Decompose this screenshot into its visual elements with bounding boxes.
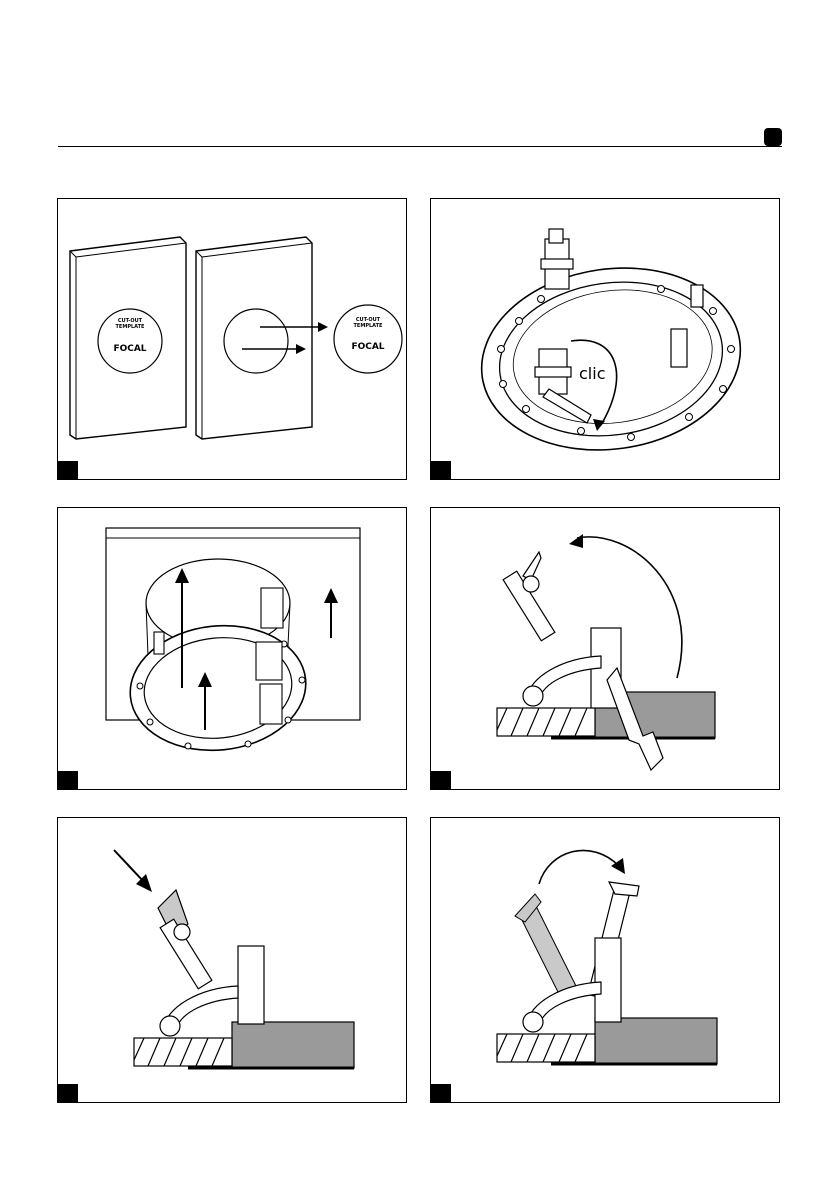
clamp-lock-illustration	[431, 818, 780, 1103]
template-title-detached: CUT-OUT TEMPLATE	[341, 317, 395, 329]
brand-logo: FOCAL	[103, 344, 157, 354]
template-title: CUT-OUT TEMPLATE	[103, 318, 157, 330]
panel-step-1: CUT-OUT TEMPLATE FOCAL CUT-OUT TEMPLATE …	[57, 198, 407, 480]
panel-step-4	[430, 507, 780, 790]
step-marker	[431, 461, 451, 479]
step-marker	[431, 1084, 451, 1102]
bracket-clip-illustration	[431, 199, 780, 480]
step-marker	[431, 771, 451, 789]
panel-step-2: clic	[430, 198, 780, 480]
clamp-open-illustration	[431, 508, 780, 790]
panel-step-5	[57, 817, 407, 1103]
step-marker	[58, 771, 78, 789]
clamp-push-illustration	[58, 818, 407, 1103]
panel-step-3	[57, 507, 407, 790]
page-marker	[764, 128, 782, 146]
brand-logo-detached: FOCAL	[341, 342, 395, 352]
clic-label: clic	[579, 364, 605, 383]
insert-ceiling-illustration	[58, 508, 407, 790]
step-marker	[58, 461, 78, 479]
step-marker	[58, 1084, 78, 1102]
panel-step-6	[430, 817, 780, 1103]
cutout-template-illustration	[58, 199, 407, 480]
header-rule	[58, 146, 782, 147]
